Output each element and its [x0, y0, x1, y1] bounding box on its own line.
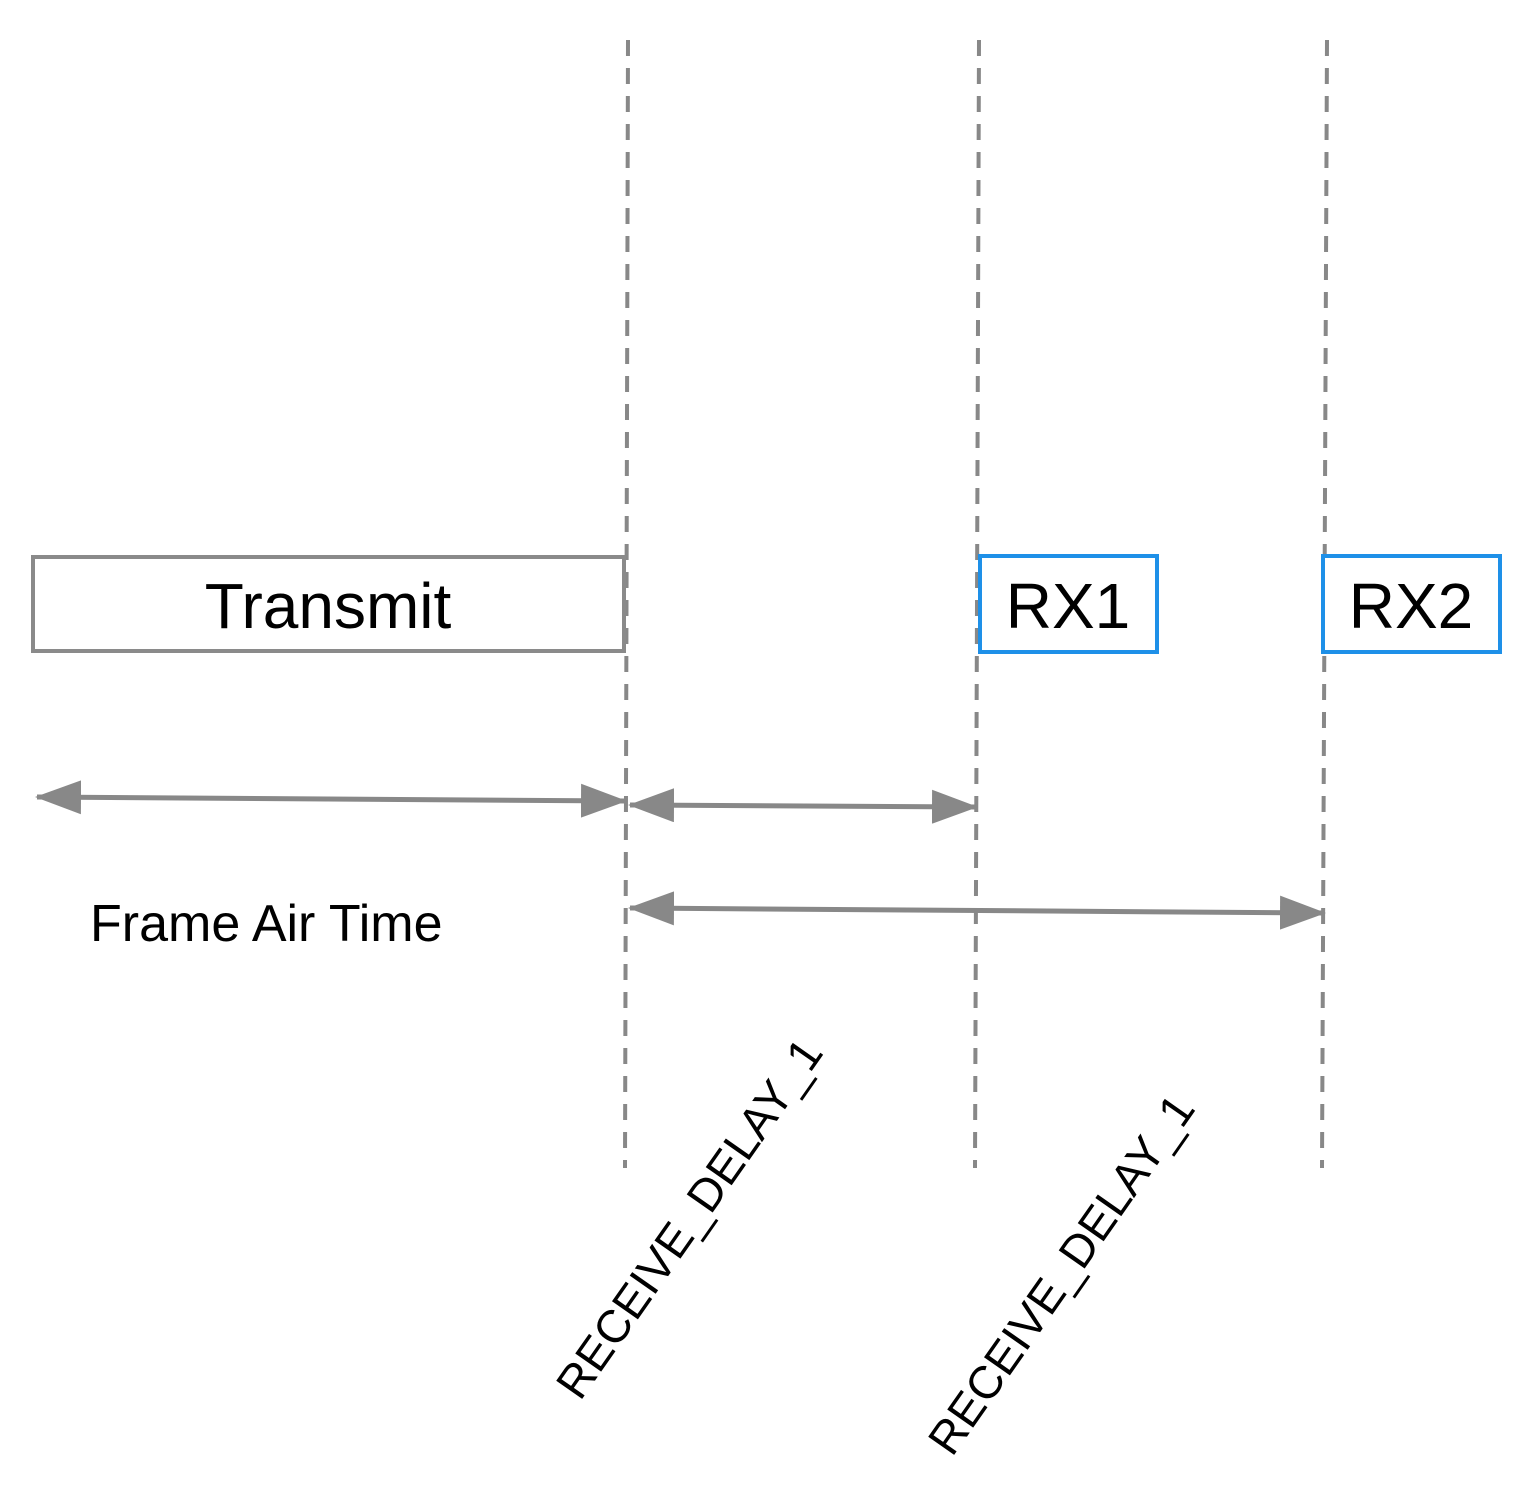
rx1-window: RX1 [978, 554, 1159, 654]
receive-delay-1-label: RECEIVE_DELAY_1 [546, 1029, 833, 1408]
transmit-window: Transmit [31, 555, 626, 653]
time-marker-tx-end [623, 39, 630, 1169]
rx1-label: RX1 [1006, 570, 1131, 642]
transmit-label: Transmit [205, 570, 452, 642]
receive-delay-2-arrow [628, 891, 1326, 930]
frame-air-time-arrow [35, 780, 627, 818]
frame-air-time-label: Frame Air Time [90, 895, 443, 953]
receive-delay-1-arrow [628, 788, 978, 824]
rx1-box [978, 554, 1159, 654]
transmit-box [31, 555, 626, 653]
time-marker-rx1-start [973, 39, 981, 1169]
rx2-window: RX2 [1321, 554, 1502, 654]
receive-delay-2-label: RECEIVE_DELAY_1 [918, 1085, 1205, 1464]
rx2-box [1321, 554, 1502, 654]
rx2-label: RX2 [1349, 570, 1474, 642]
